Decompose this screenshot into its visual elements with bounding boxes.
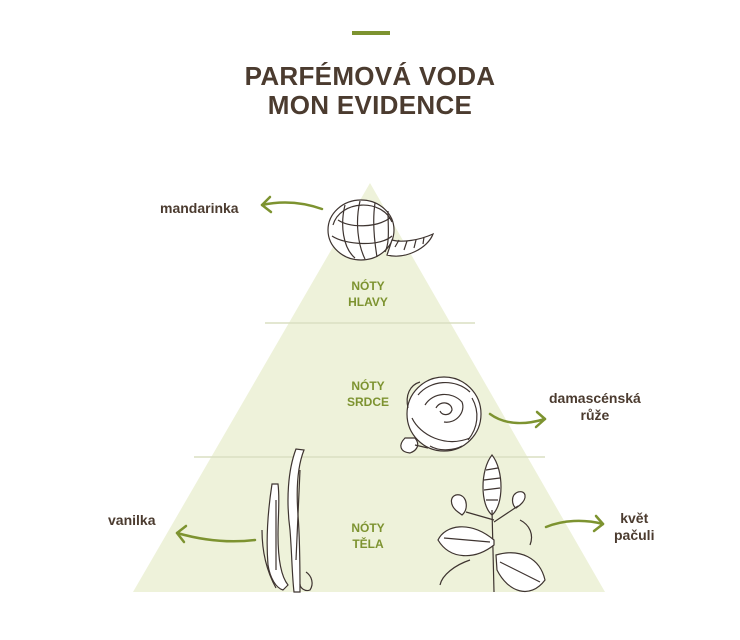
title-line-1: PARFÉMOVÁ VODA [244,61,496,91]
mandarin-icon [327,199,435,261]
note-damascenska-ruze: damascénská růže [549,390,641,424]
tier-label-heart: NÓTY SRDCE [328,378,408,410]
note-kvet-line-2: pačuli [614,527,655,543]
tier-label-head: NÓTY HLAVY [328,278,408,310]
tier-head-line-1: NÓTY [351,279,385,293]
note-kvet-paculi: květ pačuli [614,510,654,544]
note-kvet-line-1: květ [620,510,649,526]
rose-icon [400,376,482,454]
note-damascenska-line-2: růže [580,407,610,423]
note-mandarinka: mandarinka [160,200,239,216]
tier-heart-line-2: SRDCE [346,395,389,409]
arrow-damascenska [488,410,547,429]
title-line-2: MON EVIDENCE [267,90,473,120]
note-damascenska-line-1: damascénská [549,390,641,406]
tier-head-line-2: HLAVY [348,295,388,309]
page-title: PARFÉMOVÁ VODA MON EVIDENCE [0,62,740,120]
arrow-mandarinka [260,195,324,214]
accent-bar [352,31,390,35]
vanilla-icon [261,448,313,593]
note-vanilka: vanilka [108,512,156,528]
arrow-paculi [544,514,605,533]
tier-heart-line-1: NÓTY [351,379,385,393]
patchouli-icon [437,454,546,593]
tier-base-line-2: TĚLA [352,537,384,551]
tier-base-line-1: NÓTY [351,521,385,535]
arrow-vanilka [175,524,257,544]
tier-label-base: NÓTY TĚLA [328,520,408,552]
